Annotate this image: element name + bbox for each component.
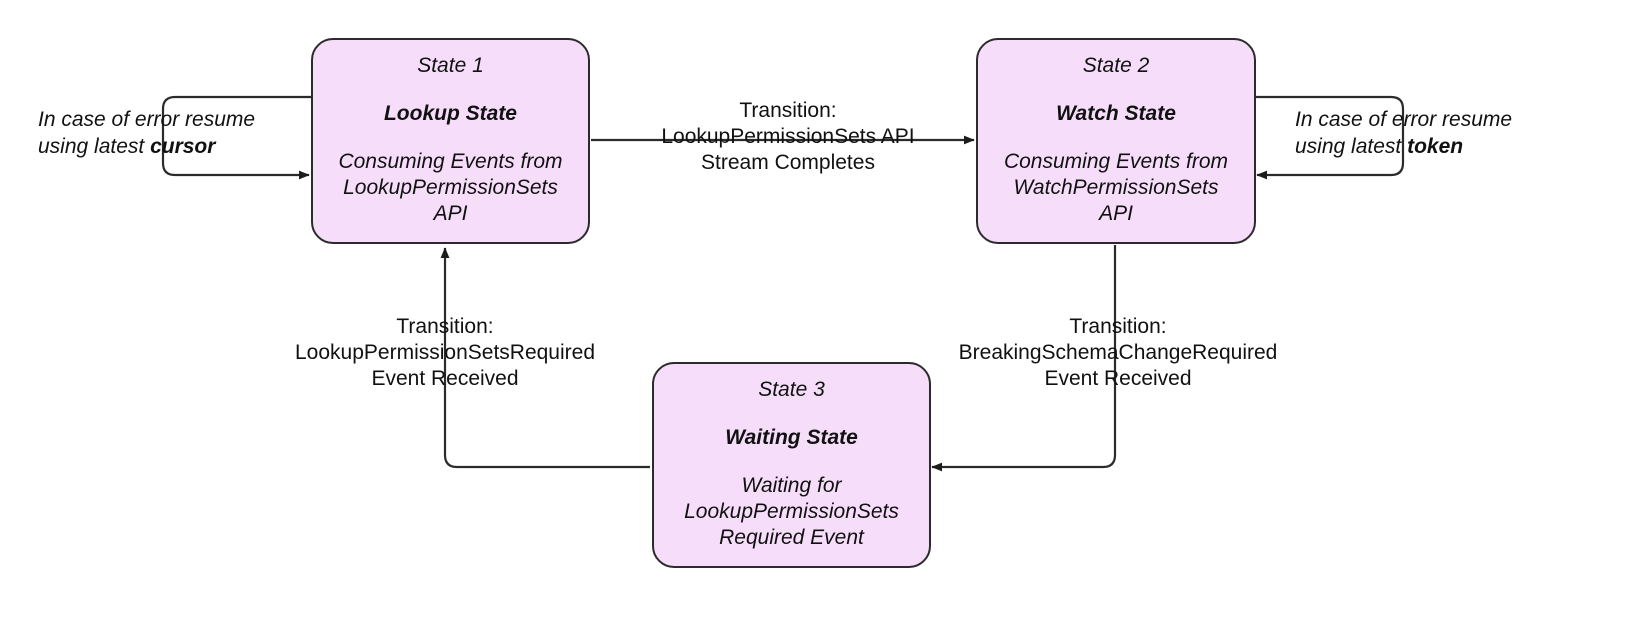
self-loop-state1 (161, 95, 311, 180)
state-3-id: State 3 (758, 378, 825, 401)
state-node-3[interactable]: State 3 Waiting State Waiting for Lookup… (652, 362, 931, 568)
self-loop-note-state2-text: In case of error resume using latest (1295, 108, 1513, 158)
self-loop-note-state2-emphasis: token (1407, 135, 1464, 158)
state-node-1[interactable]: State 1 Lookup State Consuming Events fr… (311, 38, 590, 244)
state-3-name: Waiting State (725, 426, 858, 449)
self-loop-note-state1-text: In case of error resume using latest (38, 108, 256, 158)
state-3-description: Waiting for LookupPermissionSets Require… (684, 474, 899, 549)
state-node-2[interactable]: State 2 Watch State Consuming Events fro… (976, 38, 1256, 244)
self-loop-note-state2: In case of error resume using latest tok… (1295, 106, 1545, 160)
self-loop-note-state1-emphasis: cursor (150, 135, 216, 158)
state-2-description: Consuming Events from WatchPermissionSet… (1003, 150, 1229, 225)
state-1-name: Lookup State (383, 102, 517, 125)
transition-label-state1-state2: Transition: LookupPermissionSets API Str… (661, 99, 915, 174)
state-1-description: Consuming Events from LookupPermissionSe… (338, 150, 563, 225)
self-loop-note-state1: In case of error resume using latest cur… (38, 106, 288, 160)
state-2-id: State 2 (1082, 54, 1150, 77)
state-1-id: State 1 (417, 54, 484, 77)
edge-state3-to-state1 (440, 247, 650, 469)
self-loop-state2 (1255, 95, 1405, 180)
state-2-name: Watch State (1056, 102, 1176, 125)
transition-label-state2-state3: Transition: BreakingSchemaChangeRequired… (958, 315, 1278, 390)
edge-state2-to-state3 (931, 245, 1117, 472)
transition-label-state3-state1: Transition: LookupPermissionSetsRequired… (295, 315, 595, 390)
